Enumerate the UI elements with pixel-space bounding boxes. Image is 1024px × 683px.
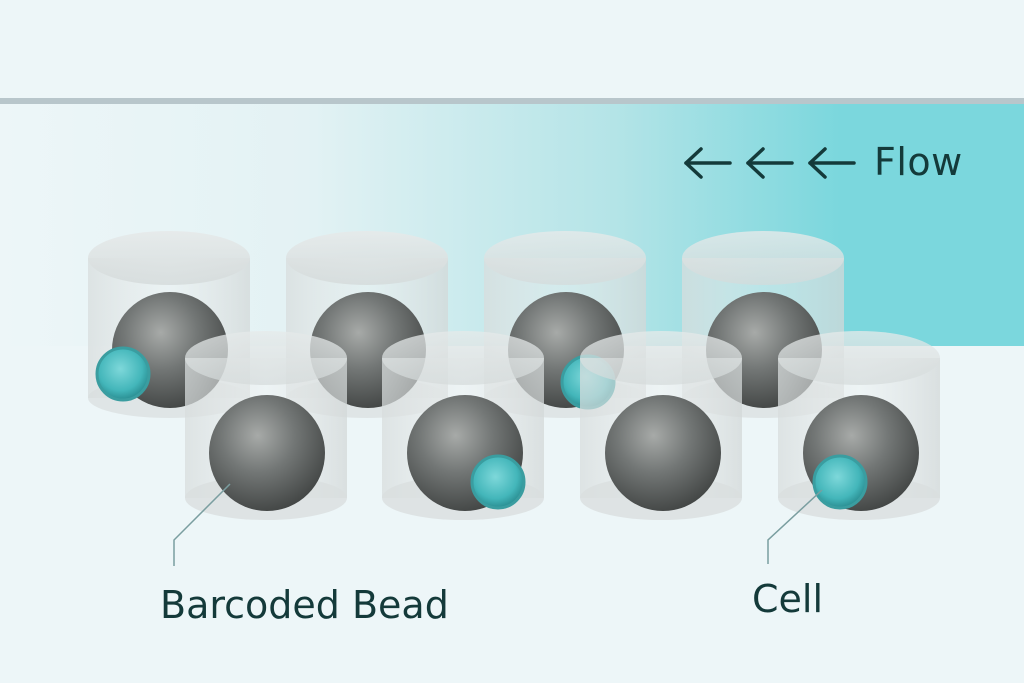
flow-label: Flow <box>874 140 963 184</box>
barcoded-bead <box>605 395 721 511</box>
cell <box>470 454 526 510</box>
barcoded-bead-label: Barcoded Bead <box>160 583 449 627</box>
channel-top-line <box>0 98 1024 104</box>
flow-arrows-icon <box>684 147 856 179</box>
well-front-2 <box>382 331 544 520</box>
arrow-left-icon <box>684 147 732 179</box>
cell <box>95 346 151 402</box>
arrow-left-icon <box>808 147 856 179</box>
arrow-left-icon <box>746 147 794 179</box>
well-front-4 <box>778 331 940 520</box>
cell <box>812 454 868 510</box>
well-front-3 <box>580 331 742 520</box>
bead-leader-line <box>173 483 231 566</box>
cell-leader-line <box>767 489 823 564</box>
cell-label: Cell <box>752 577 824 621</box>
well-front-1 <box>185 331 347 520</box>
barcoded-bead <box>209 395 325 511</box>
